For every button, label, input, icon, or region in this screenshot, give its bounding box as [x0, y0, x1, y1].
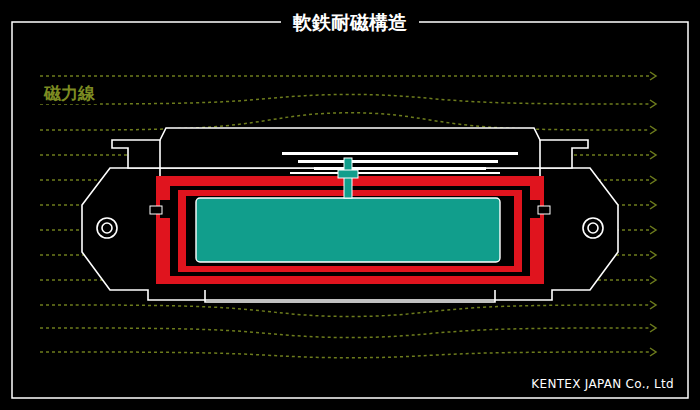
arrow-head [650, 176, 656, 184]
dial-and-hands [282, 152, 518, 198]
field-line [40, 94, 650, 104]
company-credit: KENTEX JAPAN Co., Ltd [529, 376, 676, 392]
frame [12, 22, 688, 398]
movement [196, 198, 500, 262]
arrow-head [650, 251, 656, 259]
field-line [40, 328, 650, 338]
arrow-head [650, 348, 656, 356]
field-line-label: 磁力線 [40, 82, 99, 104]
field-line [40, 352, 650, 358]
arrow-head [650, 276, 656, 284]
arrow-head [650, 324, 656, 332]
field-line [40, 305, 650, 317]
title: 軟鉄耐磁構造 [283, 10, 417, 34]
arrow-head [650, 126, 656, 134]
arrow-head [650, 301, 656, 309]
arrow-head [650, 151, 656, 159]
watch-case [82, 128, 618, 302]
field-line [40, 75, 650, 77]
field-lines [40, 72, 656, 358]
arrow-head [650, 201, 656, 209]
arrow-head [650, 226, 656, 234]
arrow-head [650, 100, 656, 108]
arrow-head [650, 72, 656, 80]
